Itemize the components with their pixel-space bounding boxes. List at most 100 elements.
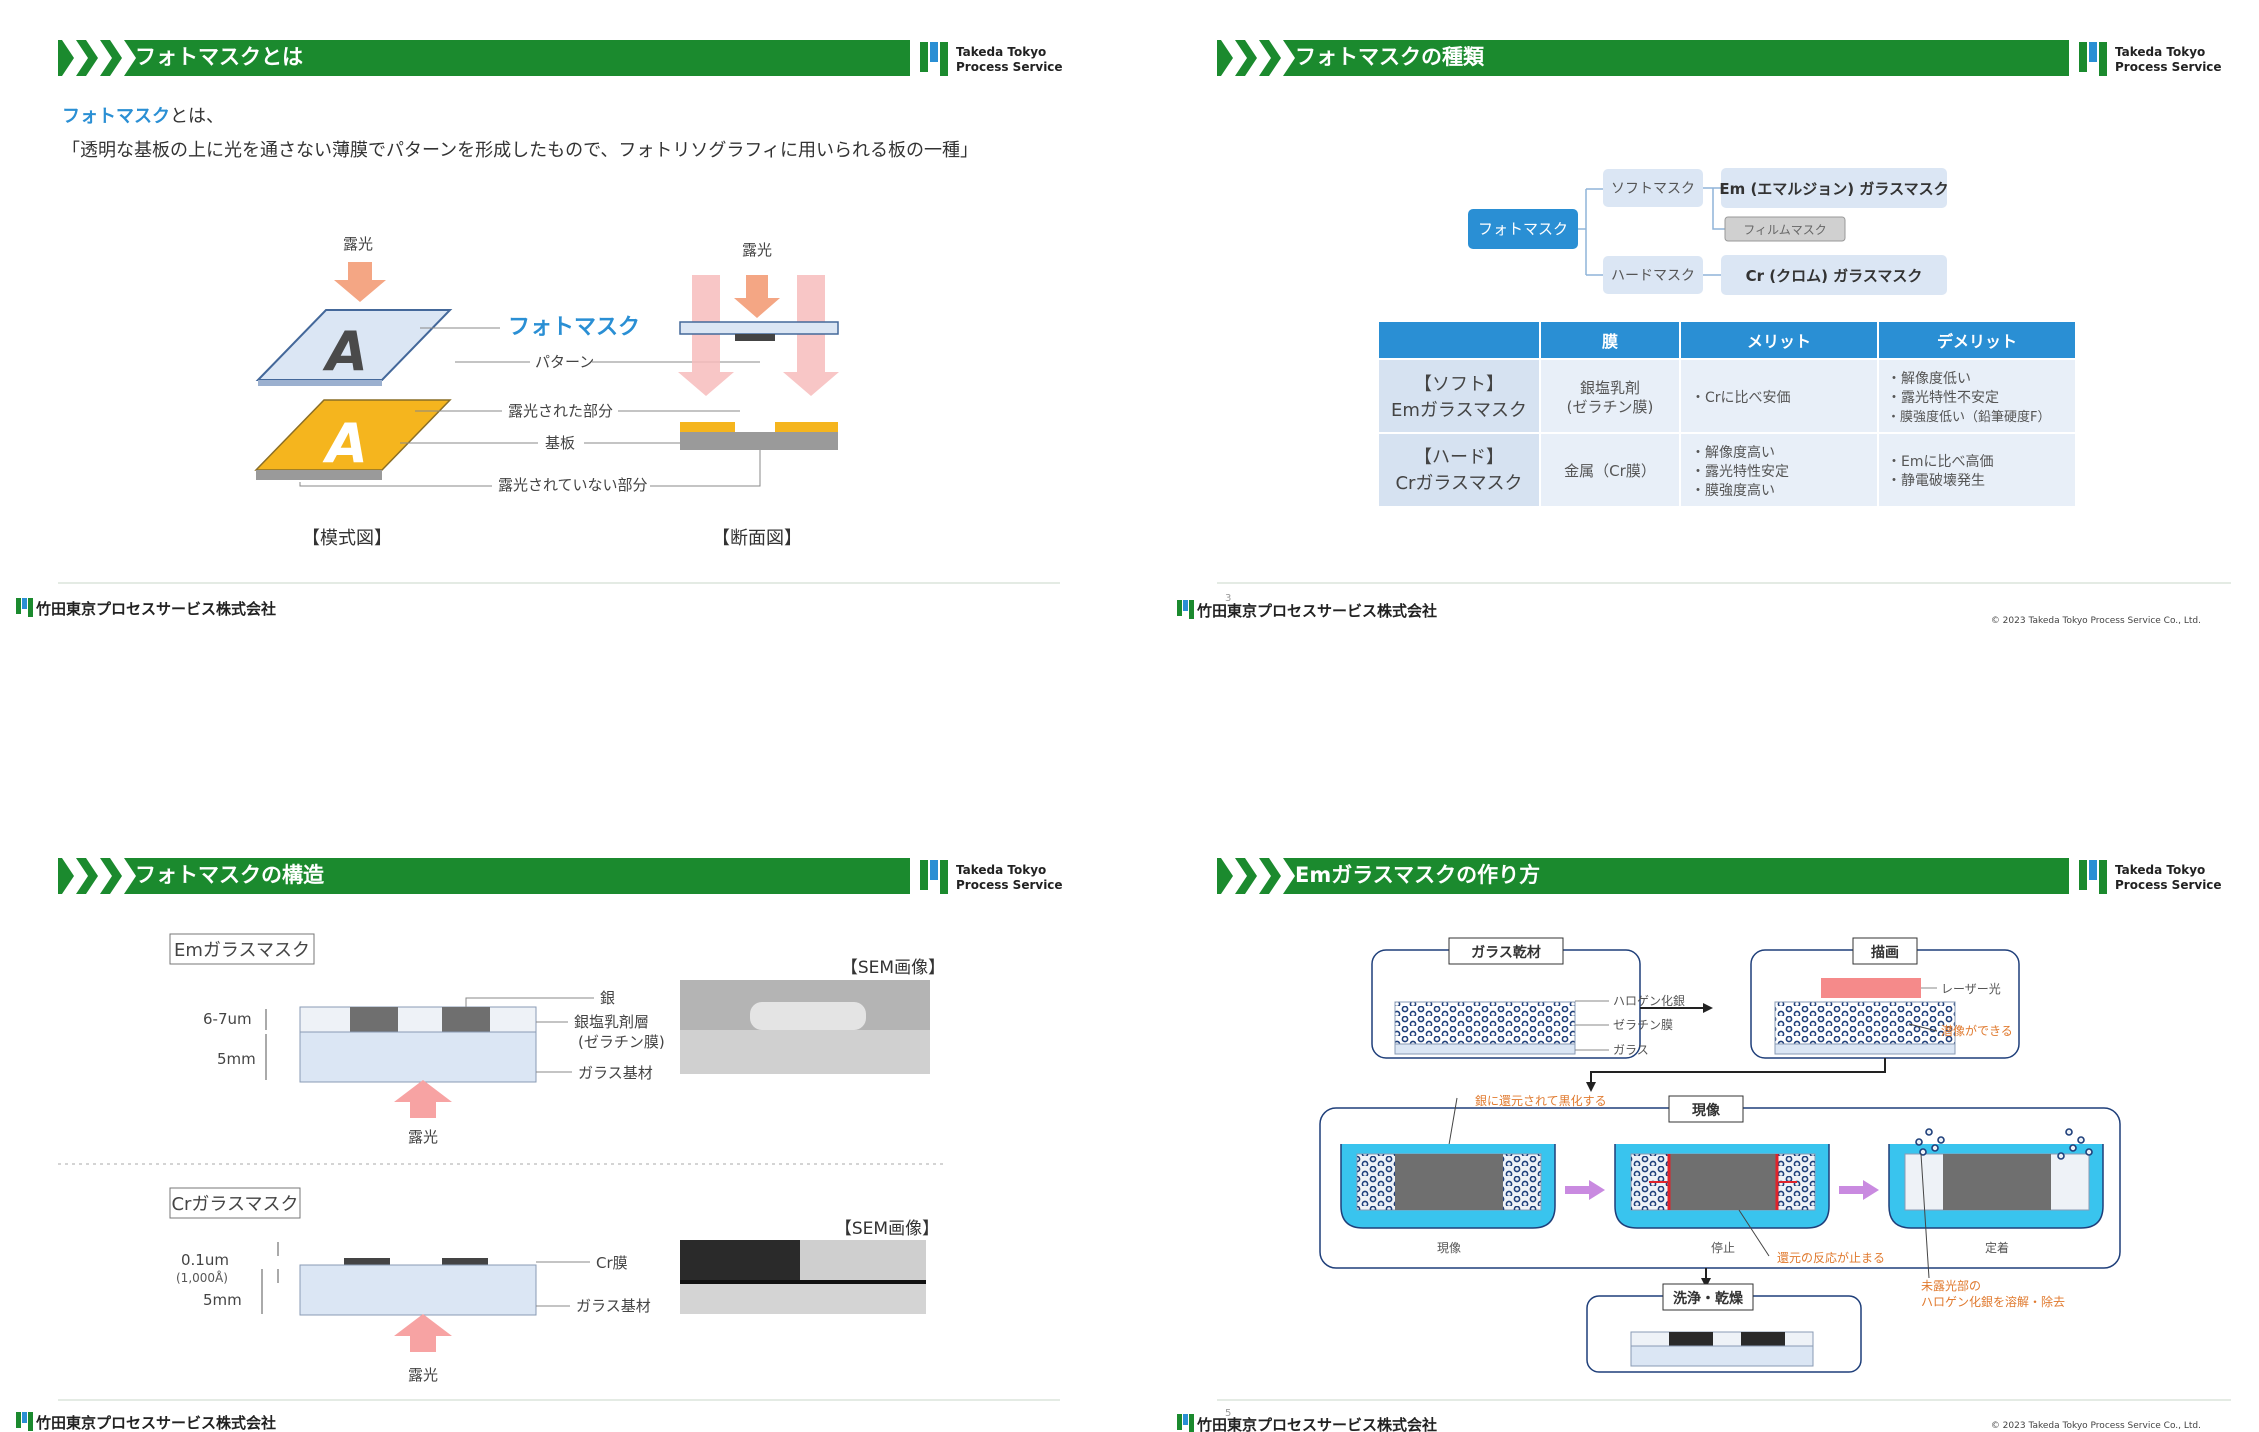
row1-demerit-2: ・露光特性不安定 bbox=[1887, 390, 1999, 406]
halogen-label: ハロゲン化銀 bbox=[1613, 994, 1685, 1008]
step1-label: 現像 bbox=[1437, 1241, 1461, 1255]
exposure-arrow-icon bbox=[734, 275, 780, 318]
brand-logo-icon bbox=[2079, 42, 2107, 76]
logo-line1: Takeda Tokyo bbox=[2115, 45, 2205, 59]
tree-em-label: Em (エマルジョン) ガラスマスク bbox=[1719, 180, 1948, 198]
definition-text: 「透明な基板の上に光を通さない薄膜でパターンを形成したもので、フォトリソグラフィ… bbox=[62, 140, 978, 161]
emulsion-layer bbox=[1394, 1001, 1576, 1045]
chevron-icon bbox=[86, 40, 112, 76]
finished-pattern bbox=[1669, 1332, 1713, 1346]
develop-title: 現像 bbox=[1692, 1102, 1721, 1119]
slide-title: フォトマスクの構造 bbox=[135, 863, 325, 887]
em-dim-1: 6-7um bbox=[203, 1010, 252, 1028]
slide-photomask-structure: フォトマスクの構造 Takeda Tokyo Process Service E… bbox=[0, 716, 1130, 1432]
draw-title: 描画 bbox=[1871, 944, 1899, 961]
slide1-canvas: フォトマスクとは Takeda Tokyo Process Service フォ… bbox=[16, 34, 1063, 618]
copyright: © 2023 Takeda Tokyo Process Service Co.,… bbox=[1991, 1421, 2201, 1431]
tree-film-label: フィルムマスク bbox=[1743, 223, 1827, 237]
row2-demerit-1: ・Emに比べ高価 bbox=[1887, 453, 1993, 470]
cr-glass bbox=[299, 1264, 537, 1316]
footer-logo-icon bbox=[16, 598, 33, 617]
row2-merit-2: ・露光特性安定 bbox=[1691, 464, 1789, 480]
logo-line1: Takeda Tokyo bbox=[2115, 863, 2205, 877]
em-silver bbox=[350, 1007, 398, 1032]
silver-region bbox=[1395, 1154, 1503, 1210]
logo-line2: Process Service bbox=[956, 878, 1063, 892]
substrate-label: 基板 bbox=[545, 434, 575, 452]
blacken-label: 銀に還元されて黒化する bbox=[1475, 1094, 1607, 1108]
row1-merit: ・Crに比べ安価 bbox=[1691, 390, 1791, 406]
latent-label: 潜像ができる bbox=[1941, 1023, 2013, 1038]
chevron-icon bbox=[1269, 40, 1295, 76]
brand-logo-icon bbox=[920, 860, 948, 894]
slide2-canvas: フォトマスクの種類 Takeda Tokyo Process Service フ… bbox=[1177, 34, 2231, 626]
row2-demerit-2: ・静電破壊発生 bbox=[1887, 473, 1985, 489]
header-film: 膜 bbox=[1602, 332, 1618, 351]
silver-region bbox=[1669, 1154, 1777, 1210]
draw-title-box bbox=[1852, 937, 1918, 965]
page-number: 5 bbox=[1225, 1408, 1231, 1419]
wash-title-box bbox=[1662, 1283, 1754, 1311]
dissolving-particles bbox=[1915, 1128, 2093, 1160]
glass-layer bbox=[1774, 1043, 1956, 1055]
logo-line2: Process Service bbox=[2115, 878, 2222, 892]
chevron-icon bbox=[86, 858, 112, 894]
laser-label: レーザー光 bbox=[1941, 982, 2001, 996]
row1-name1: 【ソフト】 bbox=[1414, 374, 1504, 395]
flow-arrow-icon bbox=[1565, 1180, 1605, 1200]
pattern-letter: A bbox=[322, 320, 368, 383]
chevron-icon bbox=[1221, 858, 1247, 894]
dry-plate-title-box bbox=[1448, 937, 1564, 965]
slide-title: フォトマスクとは bbox=[135, 45, 303, 69]
emulsion-label-1: 銀塩乳剤層 bbox=[574, 1013, 649, 1031]
gelatin-label: ゼラチン膜 bbox=[1613, 1018, 1673, 1032]
slide3-canvas: フォトマスクの構造 Takeda Tokyo Process Service E… bbox=[16, 852, 1063, 1432]
cr-dim-1: 0.1um bbox=[181, 1251, 229, 1269]
exposed-label: 露光された部分 bbox=[508, 402, 613, 420]
silver-label: 銀 bbox=[600, 989, 615, 1007]
exposure-arrow-icon bbox=[334, 262, 386, 302]
step3-label: 定着 bbox=[1985, 1240, 2009, 1255]
slide4-canvas: Emガラスマスクの作り方 Takeda Tokyo Process Servic… bbox=[1177, 852, 2231, 1432]
em-silver bbox=[442, 1007, 490, 1032]
header-demerit: デメリット bbox=[1937, 332, 2017, 351]
exposure-label-2: 露光 bbox=[742, 241, 772, 259]
slide-photomask-types: フォトマスクの種類 Takeda Tokyo Process Service フ… bbox=[1129, 0, 2259, 716]
row2-name2: Crガラスマスク bbox=[1395, 473, 1522, 494]
intro-line: フォトマスクとは、 bbox=[62, 106, 224, 127]
exposed-letter: A bbox=[322, 412, 368, 475]
tree-hard-label: ハードマスク bbox=[1611, 268, 1695, 284]
cr-dim-1b: (1,000Å) bbox=[176, 1270, 228, 1285]
glass-label: ガラス bbox=[1613, 1043, 1649, 1057]
footer-logo-icon bbox=[1177, 600, 1194, 619]
finished-pattern bbox=[1741, 1332, 1785, 1346]
logo-line2: Process Service bbox=[956, 60, 1063, 74]
company-name: 竹田東京プロセスサービス株式会社 bbox=[35, 600, 276, 618]
brand-logo-icon bbox=[920, 42, 948, 76]
exposure-label: 露光 bbox=[343, 235, 373, 253]
substrate-edge bbox=[256, 470, 382, 480]
emulsion-layer bbox=[1774, 1001, 1956, 1045]
header-bar bbox=[58, 858, 1058, 894]
chevron-icon bbox=[1221, 40, 1247, 76]
chevron-icon bbox=[110, 40, 136, 76]
glass-label-2: ガラス基材 bbox=[576, 1297, 651, 1315]
mask-edge bbox=[258, 380, 382, 386]
stop-note: 還元の反応が止まる bbox=[1777, 1250, 1885, 1265]
tree-film bbox=[1724, 216, 1846, 242]
step2-label: 停止 bbox=[1711, 1240, 1735, 1255]
tree-cr bbox=[1721, 255, 1947, 295]
row2-name1: 【ハード】 bbox=[1414, 447, 1504, 468]
cr-film bbox=[442, 1258, 488, 1265]
emulsion-label-2: (ゼラチン膜) bbox=[578, 1033, 665, 1051]
row1-film1: 銀塩乳剤 bbox=[1580, 379, 1640, 397]
schematic-caption: 【模式図】 bbox=[302, 528, 392, 549]
exposure-arrow-icon bbox=[394, 1080, 452, 1118]
slide-title: フォトマスクの種類 bbox=[1295, 45, 1485, 69]
comparison-table: 膜 メリット デメリット 【ソフト】 Emガラスマスク 銀塩乳剤 (ゼラチン膜)… bbox=[1379, 322, 2075, 506]
tree-hard bbox=[1603, 256, 1703, 294]
section-mask bbox=[679, 321, 839, 335]
chevron-icon bbox=[1245, 858, 1271, 894]
company-name: 竹田東京プロセスサービス株式会社 bbox=[1196, 602, 1437, 620]
arrow-head-icon bbox=[1701, 1278, 1711, 1288]
